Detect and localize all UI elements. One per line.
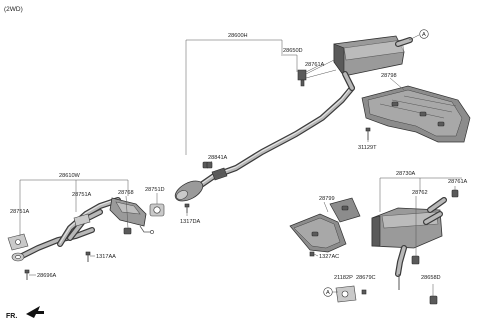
front-pipe-assembly <box>7 197 190 280</box>
hanger-28762 <box>411 255 420 265</box>
gasket-mid <box>73 213 91 227</box>
callout-28751D: 28751D <box>145 187 165 193</box>
callout-28696A: 28696A <box>37 273 57 279</box>
catalytic-converter <box>174 180 204 202</box>
variant-label: (2WD) <box>4 6 23 13</box>
rear-muffler-top <box>297 35 413 91</box>
callout-1317DA: 1317DA <box>180 219 200 225</box>
ref-a-top: A <box>422 32 426 38</box>
hanger-28658D <box>429 295 438 305</box>
callout-28679C: 28679C <box>356 275 376 281</box>
callout-28730A: 28730A <box>396 171 416 177</box>
callout-28762: 28762 <box>412 190 428 196</box>
callout-28841A: 28841A <box>208 155 228 161</box>
callout-28761A-right: 28761A <box>448 179 468 185</box>
rear-muffler-bottom <box>371 189 459 305</box>
callout-28799: 28799 <box>319 196 335 202</box>
callout-28798: 28798 <box>381 73 397 79</box>
callout-1317AA: 1317AA <box>96 254 116 260</box>
callout-28650D: 28650D <box>283 48 303 54</box>
callout-28761A-top: 28761A <box>305 62 325 68</box>
ref-a-bottom: A <box>326 290 330 296</box>
heat-shield-small <box>289 197 361 253</box>
ref-circle-a-top <box>419 29 429 39</box>
oxygen-sensor <box>123 227 132 235</box>
center-pipe-assembly <box>174 85 355 202</box>
callout-21182P: 21182P <box>334 275 353 281</box>
hanger-bracket <box>297 69 307 81</box>
bolt-1327AC <box>309 251 315 257</box>
front-direction-indicator: FR. <box>6 306 44 320</box>
front-label: FR. <box>6 313 17 320</box>
callout-31129T: 31129T <box>358 145 377 151</box>
heat-shield <box>361 85 471 143</box>
callout-28751A-mid: 28751A <box>72 192 92 198</box>
callout-28768: 28768 <box>118 190 134 196</box>
callout-1327AC: 1327AC <box>319 254 339 260</box>
hanger-28761A-right <box>451 189 459 198</box>
callout-28610W: 28610W <box>59 173 81 179</box>
callout-28751A-left: 28751A <box>10 209 30 215</box>
nut-28679C <box>361 289 367 295</box>
callout-28600H: 28600H <box>228 33 248 39</box>
bolt-31129T <box>365 127 371 140</box>
arrow-icon <box>26 306 44 318</box>
callout-28658D: 28658D <box>421 275 441 281</box>
